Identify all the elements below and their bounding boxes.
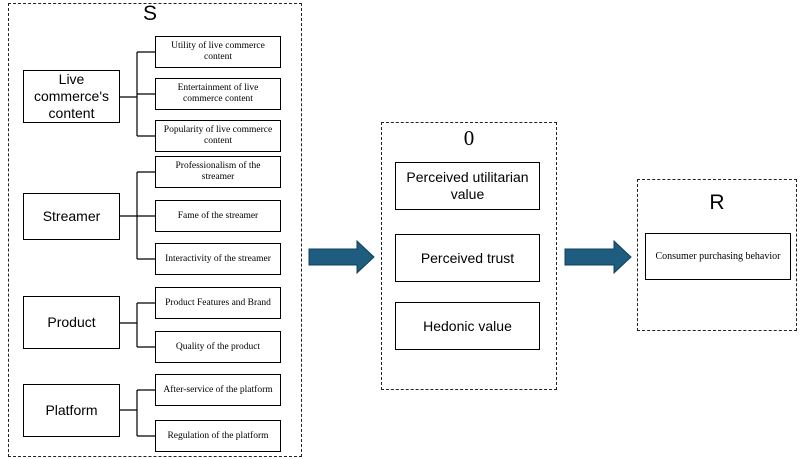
s-panel-header: S [142,2,157,25]
item-product-features-brand: Product Features and Brand [155,287,281,319]
item-perceived-utilitarian-value: Perceived utilitarian value [395,162,540,210]
item-professionalism-streamer: Professionalism of the streamer [155,156,281,188]
item-consumer-purchasing-behavior: Consumer purchasing behavior [645,233,791,280]
item-hedonic-value: Hedonic value [395,302,540,350]
o-panel [381,122,557,390]
group-product: Product [23,296,120,349]
r-panel-header: R [709,191,725,214]
item-after-service-platform: After-service of the platform [155,374,281,406]
o-to-r-arrow [564,239,632,275]
item-entertainment-content: Entertainment of live commerce content [155,78,281,110]
item-utility-content: Utility of live commerce content [155,36,281,68]
o-panel-header: 0 [463,126,475,150]
item-popularity-content: Popularity of live commerce content [155,120,281,152]
s-to-o-arrow [308,239,375,275]
item-perceived-trust: Perceived trust [395,234,540,282]
r-panel [637,179,797,331]
group-platform: Platform [23,384,120,437]
group-streamer: Streamer [23,193,120,240]
item-quality-product: Quality of the product [155,331,281,363]
group-live-commerce-content: Live commerce's content [23,70,120,123]
item-fame-streamer: Fame of the streamer [155,200,281,232]
item-interactivity-streamer: Interactivity of the streamer [155,243,281,275]
s-panel [8,3,302,457]
item-regulation-platform: Regulation of the platform [155,420,281,452]
